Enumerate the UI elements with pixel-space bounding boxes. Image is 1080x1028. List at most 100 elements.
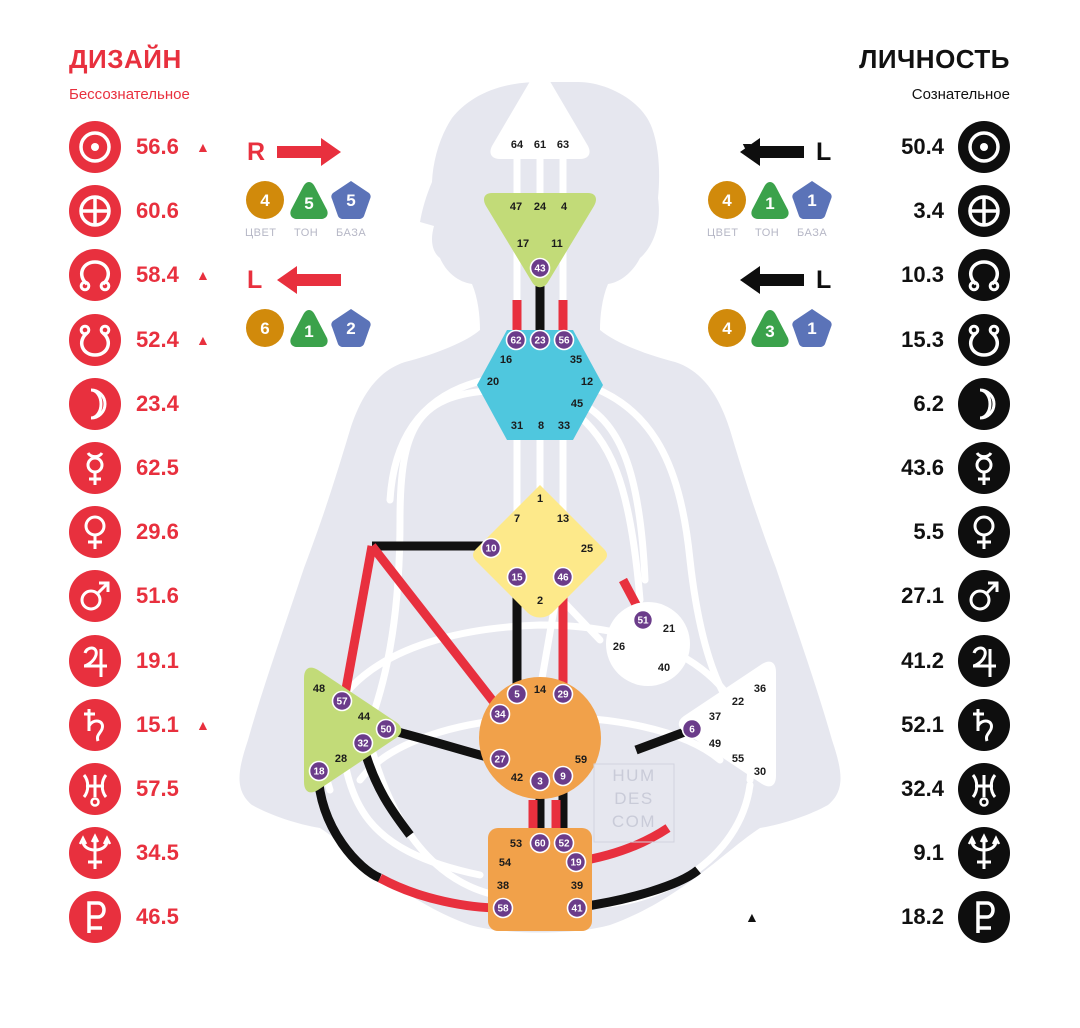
design-planet-row-saturn: 15.1▲ [69, 698, 339, 751]
badge-caption: ТОН [294, 227, 319, 239]
active-gate-marker [552, 765, 574, 787]
venus-icon [958, 506, 1010, 559]
planet-value: 18.2 [901, 904, 944, 930]
badge-value: 2 [346, 319, 356, 338]
active-gate-marker [552, 566, 574, 588]
gate-11: 11 [551, 238, 563, 250]
color-badge: 4 [707, 180, 747, 220]
gate-3: 3 [537, 777, 543, 788]
gate-15: 15 [511, 573, 523, 584]
badge-value: 1 [765, 194, 775, 213]
gate-43: 43 [534, 264, 546, 275]
badge-value: 4 [722, 319, 732, 338]
personality-planet-row-pluto: 18.2▲ [740, 891, 1010, 944]
gate-31: 31 [511, 420, 523, 432]
gate-4: 4 [561, 201, 568, 213]
gate-7: 7 [514, 513, 520, 525]
planet-value: 51.6 [136, 583, 179, 609]
active-gate-marker [529, 832, 551, 854]
gate-44: 44 [358, 711, 371, 723]
pluto-icon [69, 891, 121, 944]
arrow-left-icon [740, 266, 804, 299]
design-planet-row-mars: 51.6 [69, 570, 339, 623]
mercury-icon [69, 442, 121, 494]
watermark-text: COM [612, 812, 656, 831]
gate-51: 51 [637, 616, 649, 627]
design-planet-row-sun: 56.6▲ [69, 121, 339, 173]
gate-33: 33 [558, 420, 570, 432]
gate-22: 22 [732, 696, 744, 708]
personality-planet-row-earth: 3.4 [740, 185, 1010, 238]
badge-caption: ТОН [755, 227, 780, 239]
active-gate-marker [489, 703, 511, 725]
gate-50: 50 [380, 725, 392, 736]
earth-icon [69, 185, 121, 238]
badge-value: 3 [765, 322, 775, 341]
active-gate-marker [352, 732, 374, 754]
badge-value: 4 [722, 191, 732, 210]
gate-64: 64 [511, 139, 524, 151]
gate-58: 58 [497, 904, 509, 915]
gate-56: 56 [558, 336, 570, 347]
badge-value: 6 [260, 319, 270, 338]
personality-arrow-bottom-label: L [816, 266, 832, 294]
gate-53: 53 [510, 838, 522, 850]
planet-value: 32.4 [901, 776, 944, 801]
neptune-icon [958, 827, 1010, 880]
active-gate-marker [308, 760, 330, 782]
planet-value: 60.6 [136, 198, 179, 224]
base-badge: 2 [331, 308, 371, 348]
gate-9: 9 [560, 772, 566, 783]
design-subtitle: Бессознательное [69, 86, 190, 103]
active-gate-marker [489, 748, 511, 770]
badge-caption: ЦВЕТ [707, 227, 739, 239]
gate-26: 26 [613, 641, 625, 653]
gate-12: 12 [581, 376, 593, 388]
personality-planet-row-saturn: 52.1 [740, 698, 1010, 751]
north-node-icon [69, 249, 121, 302]
planet-value: 41.2 [901, 647, 944, 673]
planet-value: 46.5 [136, 904, 179, 930]
base-badge: 1 [792, 308, 832, 348]
design-arrow-top-label: R [247, 138, 266, 166]
color-badge: 4 [245, 180, 285, 220]
personality-planet-row-mars: 27.1▲ [740, 570, 1010, 623]
mercury-icon [958, 442, 1010, 494]
sun-icon [958, 121, 1010, 173]
gate-13: 13 [557, 513, 569, 525]
active-gate-marker [553, 832, 575, 854]
personality-planet-row-uranus: 32.4 [740, 763, 1010, 815]
planet-value: 57.5 [136, 776, 179, 801]
gate-60: 60 [534, 839, 546, 850]
moon-icon [69, 377, 121, 430]
gate-28: 28 [335, 753, 347, 765]
personality-planet-row-north-node: 10.3 [740, 249, 1010, 302]
gate-2: 2 [537, 595, 543, 607]
design-planet-row-venus: 29.6 [69, 506, 339, 559]
uranus-icon [69, 763, 121, 815]
gate-23: 23 [534, 336, 546, 347]
personality-arrow-top-label: L [816, 138, 832, 166]
watermark-text: HUM [612, 766, 655, 785]
active-gate-marker [681, 718, 703, 740]
mars-icon [958, 570, 1010, 623]
design-planet-row-uranus: 57.5 [69, 763, 339, 815]
planet-value: 5.5 [913, 519, 944, 545]
planet-value: 34.5 [136, 840, 179, 866]
gate-48: 48 [313, 683, 325, 695]
sun-icon [69, 121, 121, 173]
planet-value: 27.1 [901, 583, 944, 609]
planet-value: 50.4 [901, 134, 944, 159]
north-node-icon [958, 249, 1010, 302]
design-planet-row-north-node: 58.4▲ [69, 249, 339, 302]
planet-value: 29.6 [136, 519, 179, 545]
personality-subtitle: Сознательное [911, 86, 1010, 103]
gate-45: 45 [571, 398, 583, 410]
gate-8: 8 [538, 420, 544, 432]
badge-caption: БАЗА [797, 227, 828, 239]
saturn-icon [958, 698, 1010, 751]
gate-61: 61 [534, 139, 546, 151]
